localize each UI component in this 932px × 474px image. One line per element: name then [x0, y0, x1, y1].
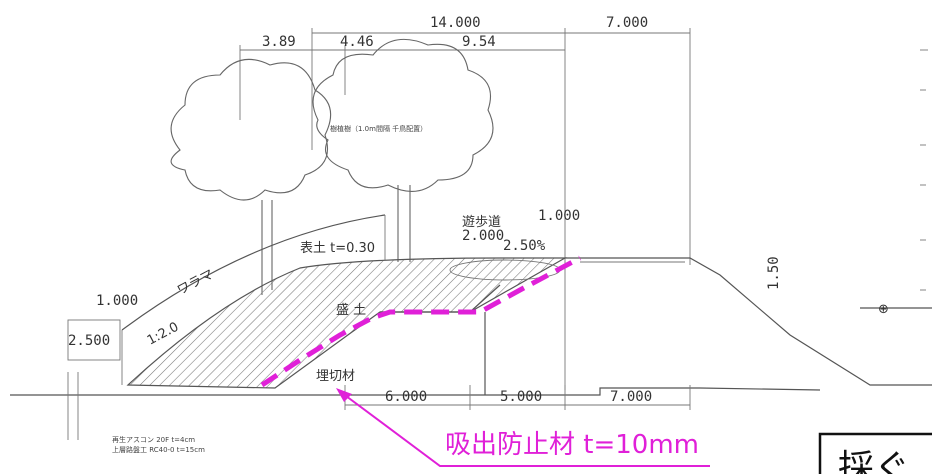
label-path: 遊歩道 [462, 215, 501, 230]
dim-top-right: 7.000 [606, 15, 648, 31]
label-topsoil: 表土 t=0.30 [300, 241, 375, 256]
right-edge-marks [920, 49, 928, 291]
anti-suction-label: 吸出防止材 t=10mm [445, 430, 699, 460]
dim-path-width: 2.000 [462, 228, 504, 244]
dim-bottom-2: 5.000 [500, 389, 542, 405]
label-grass: ワラマ [175, 267, 216, 299]
dim-top-inner: 9.54 [462, 34, 496, 50]
embankment-fill [126, 257, 568, 389]
label-fill: 盛 土 [336, 303, 366, 318]
dim-base-height: 2.500 [68, 333, 110, 349]
dim-top-total: 14.000 [430, 15, 481, 31]
ground-line [10, 387, 821, 396]
dim-top-mid: 4.46 [340, 34, 374, 50]
dim-bottom-1: 6.000 [385, 389, 427, 405]
bottom-note-2: 上層路盤工 RC40-0 t=15cm [112, 445, 205, 454]
corner-text: 採ぐ [838, 448, 910, 474]
tree-note: 樹植樹（1.0m間隔 千鳥配置） [330, 124, 427, 133]
tree-left [170, 58, 332, 295]
top-dimension-lines [239, 28, 691, 390]
bottom-note-1: 再生アスコン 20F t=4cm [112, 435, 195, 444]
road-surface [565, 257, 932, 386]
dim-bottom-3: 7.000 [610, 389, 652, 405]
corner-box [818, 432, 932, 474]
grass-slope-line [121, 214, 386, 331]
tree-right [312, 38, 494, 262]
base-box [67, 319, 121, 361]
bottom-dimension-lines [344, 385, 691, 410]
label-cut-material: 埋切材 [316, 369, 355, 384]
dim-slope-pct: 2.50% [503, 238, 546, 254]
dim-right-height: 1.000 [538, 208, 580, 224]
anti-suction-layer [260, 255, 582, 388]
right-marker: ⊕ [878, 302, 889, 317]
dim-top-left: 3.89 [262, 34, 296, 50]
annotation-arrowhead [336, 388, 352, 402]
dim-side-height: 1.50 [766, 256, 782, 290]
annotation-leader [341, 392, 710, 467]
dim-left-height: 1.000 [96, 293, 138, 309]
